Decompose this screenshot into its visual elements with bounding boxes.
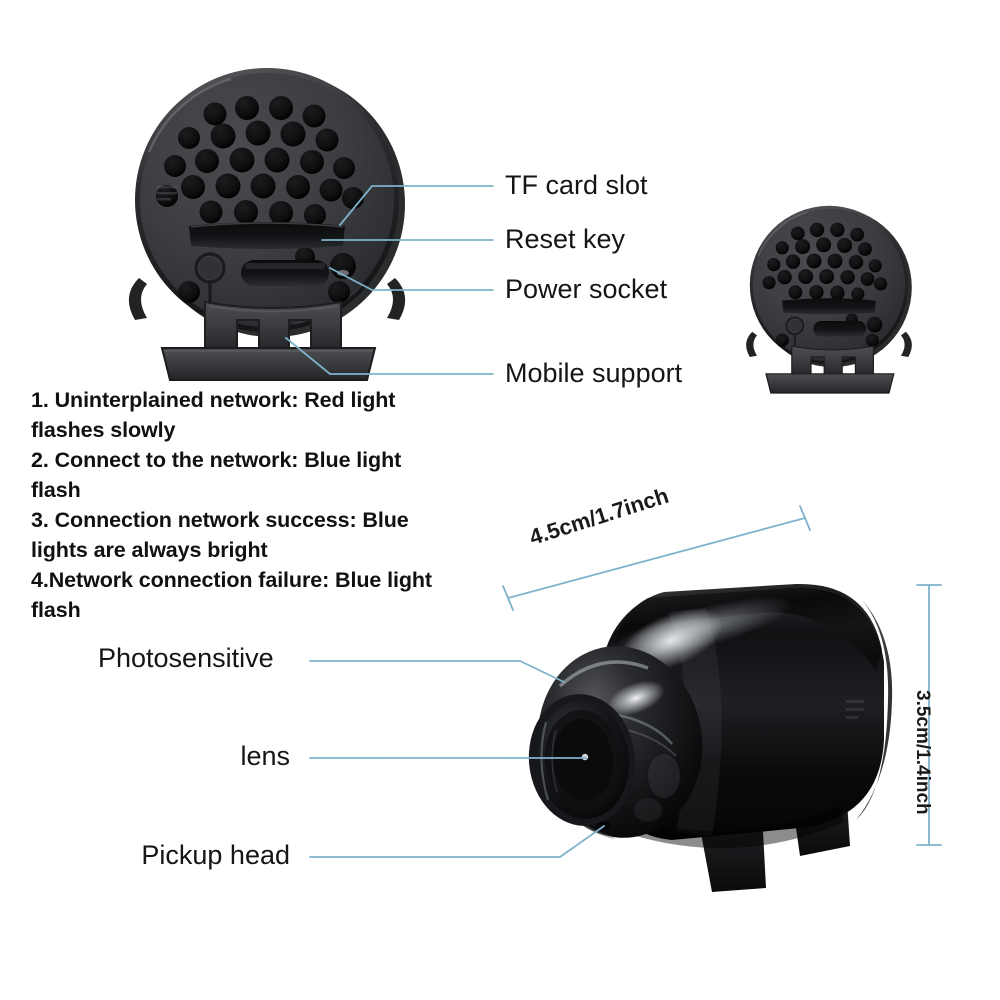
dimension-label-height: 3.5cm/1.4inch <box>912 690 933 815</box>
mobile-support-bracket-icon <box>160 300 377 381</box>
camera-3d-body-icon <box>528 583 893 892</box>
led-status-item-1-line-2: flashes slowly <box>31 418 176 442</box>
led-status-item-4-line-1: 4.Network connection failure: Blue light <box>31 568 432 592</box>
leader-line-pickup-head <box>309 825 605 858</box>
power-socket-icon <box>241 260 329 286</box>
callout-label-mobile-support: Mobile support <box>505 358 683 388</box>
led-status-list: 1. Uninterplained network: Red light fla… <box>31 385 461 625</box>
led-status-item-2-line-1: 2. Connect to the network: Blue light <box>31 448 402 472</box>
lens-dome-icon <box>528 646 703 840</box>
dimension-line-height <box>916 584 942 846</box>
camera-back-view-icon <box>128 68 406 381</box>
leader-line-mobile-support <box>285 337 494 375</box>
callout-label-power-socket: Power socket <box>505 274 668 304</box>
leader-line-photosensitive <box>309 660 565 683</box>
led-status-item-3-line-1: 3. Connection network success: Blue <box>31 508 409 532</box>
callout-label-reset-key: Reset key <box>505 224 626 254</box>
leader-line-power-socket <box>329 267 494 291</box>
led-status-item-4-line-2: flash <box>31 598 81 622</box>
callout-label-tf-card-slot: TF card slot <box>505 170 648 200</box>
led-status-item-1-line-1: 1. Uninterplained network: Red light <box>31 388 396 412</box>
callout-label-pickup-head: Pickup head <box>141 840 290 870</box>
dimension-line-width <box>502 505 811 611</box>
leader-line-tf-card-slot <box>339 185 494 226</box>
tf-card-slot-icon <box>189 222 345 249</box>
led-status-item-3-line-2: lights are always bright <box>31 538 268 562</box>
callout-label-photosensitive: Photosensitive <box>98 643 274 673</box>
callout-label-lens: lens <box>240 741 290 771</box>
camera-back-view-small-icon <box>746 205 912 394</box>
led-status-item-2-line-2: flash <box>31 478 81 502</box>
